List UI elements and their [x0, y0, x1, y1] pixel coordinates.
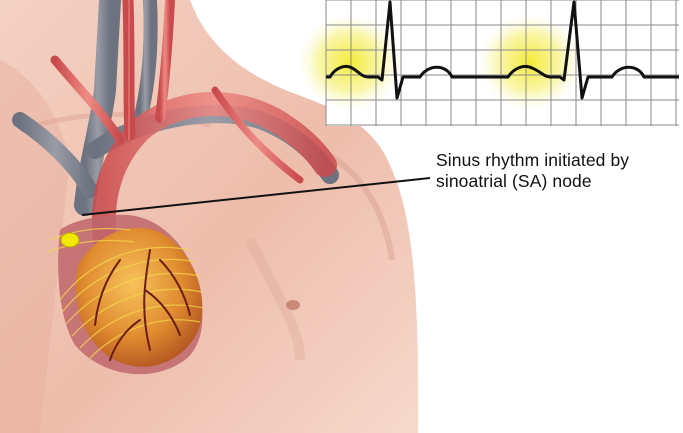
callout-line-1: Sinus rhythm initiated by: [436, 150, 676, 171]
ecg-strip: [298, 0, 679, 126]
callout-label: Sinus rhythm initiated by sinoatrial (SA…: [436, 150, 676, 192]
sa-node-marker: [61, 233, 79, 247]
callout-line-2: sinoatrial (SA) node: [436, 171, 676, 192]
nipple: [286, 300, 300, 310]
